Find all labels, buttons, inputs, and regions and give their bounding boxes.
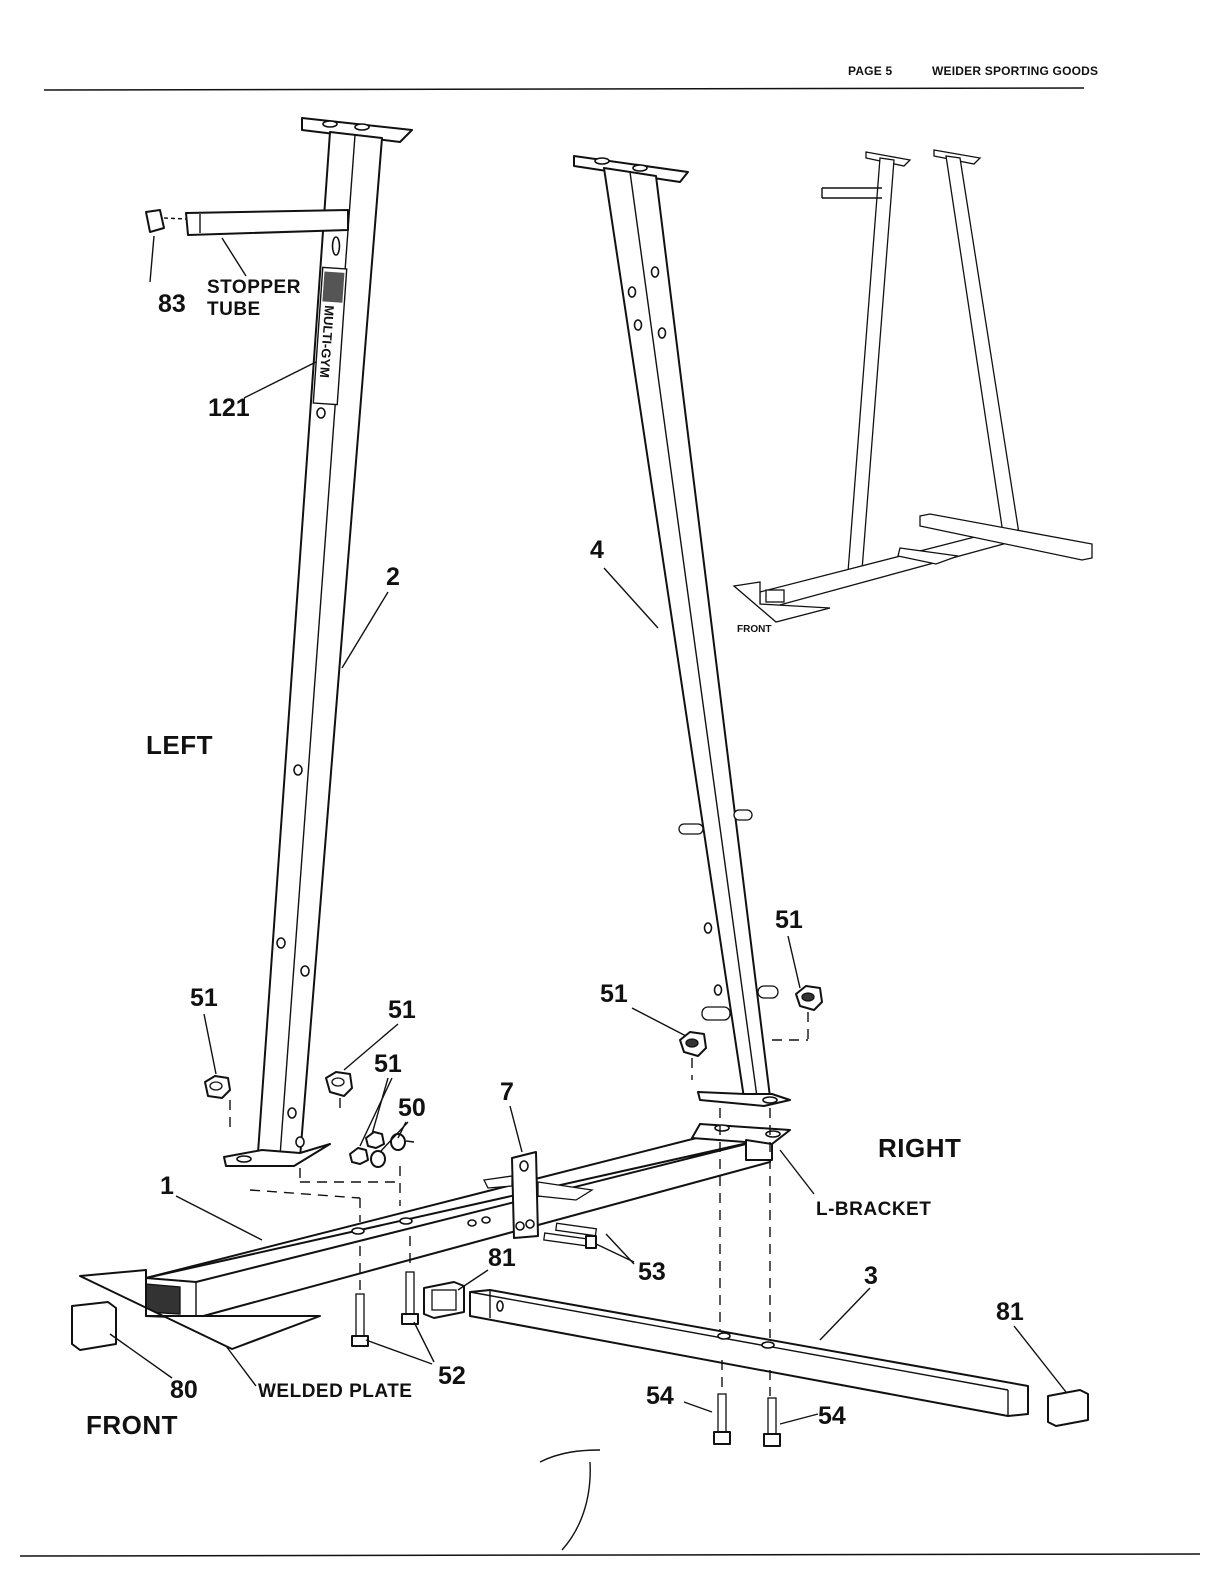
label-51-c: 51 bbox=[374, 1050, 402, 1078]
part-50-washers bbox=[370, 1133, 415, 1168]
part-54-bolt-2 bbox=[763, 1397, 781, 1447]
label-121: 121 bbox=[208, 394, 250, 422]
label-l-bracket: L-BRACKET bbox=[816, 1199, 932, 1220]
part-7-bracket bbox=[483, 1151, 594, 1239]
part-83-cap bbox=[145, 209, 187, 233]
part-53-bolts bbox=[543, 1222, 598, 1249]
label-51-d: 51 bbox=[600, 980, 628, 1008]
part-51-nut-1 bbox=[204, 1075, 231, 1099]
footer-rule bbox=[19, 1553, 1201, 1557]
label-4: 4 bbox=[590, 536, 604, 564]
scribble-mark bbox=[539, 1449, 601, 1551]
part-81-cap-right bbox=[1047, 1389, 1089, 1427]
label-83: 83 bbox=[158, 290, 186, 318]
part-51-nut-2 bbox=[325, 1071, 353, 1097]
label-front: FRONT bbox=[86, 1410, 179, 1440]
part-51-nut-3 bbox=[679, 1031, 707, 1057]
label-51-b: 51 bbox=[388, 996, 416, 1024]
part-52-bolt-1 bbox=[351, 1293, 369, 1347]
part-52-bolt-2 bbox=[401, 1271, 419, 1325]
label-54-b: 54 bbox=[818, 1402, 846, 1430]
left-upright: MULTI-GYM bbox=[223, 117, 413, 1167]
part-51-nut-4 bbox=[795, 985, 823, 1011]
label-52: 52 bbox=[438, 1362, 466, 1390]
label-3: 3 bbox=[864, 1262, 878, 1290]
label-81-a: 81 bbox=[488, 1244, 516, 1272]
inset-overview bbox=[732, 149, 1093, 623]
multi-gym-text: MULTI-GYM bbox=[317, 305, 337, 379]
part-81-cap-left bbox=[423, 1281, 465, 1319]
label-51-a: 51 bbox=[190, 984, 218, 1012]
company-name: WEIDER SPORTING GOODS bbox=[932, 64, 1099, 78]
welded-plate bbox=[79, 1269, 321, 1350]
label-stopper-tube: STOPPER TUBE bbox=[207, 277, 301, 321]
label-7: 7 bbox=[500, 1078, 514, 1106]
part-80-cap bbox=[71, 1301, 117, 1351]
label-81-b: 81 bbox=[996, 1298, 1024, 1326]
label-80: 80 bbox=[170, 1376, 198, 1404]
label-right: RIGHT bbox=[878, 1133, 962, 1163]
label-54-a: 54 bbox=[646, 1382, 674, 1410]
label-53: 53 bbox=[638, 1258, 666, 1286]
label-left: LEFT bbox=[146, 730, 213, 760]
label-1: 1 bbox=[160, 1172, 174, 1200]
assembly-guides bbox=[229, 1012, 809, 1396]
label-inset-front: FRONT bbox=[737, 624, 772, 635]
leader-lines bbox=[109, 235, 1067, 1425]
l-bracket bbox=[691, 1123, 791, 1161]
label-50: 50 bbox=[398, 1094, 426, 1122]
stopper-tube bbox=[185, 209, 349, 236]
right-upright bbox=[573, 155, 791, 1107]
part-54-bolt-1 bbox=[713, 1393, 731, 1445]
label-2: 2 bbox=[386, 563, 400, 591]
part-51-nut-small bbox=[349, 1131, 385, 1165]
cross-base bbox=[469, 1289, 1029, 1417]
header-rule bbox=[43, 87, 1085, 91]
label-51-e: 51 bbox=[775, 906, 803, 934]
page-number: PAGE 5 bbox=[848, 64, 893, 78]
label-welded-plate: WELDED PLATE bbox=[258, 1381, 413, 1402]
